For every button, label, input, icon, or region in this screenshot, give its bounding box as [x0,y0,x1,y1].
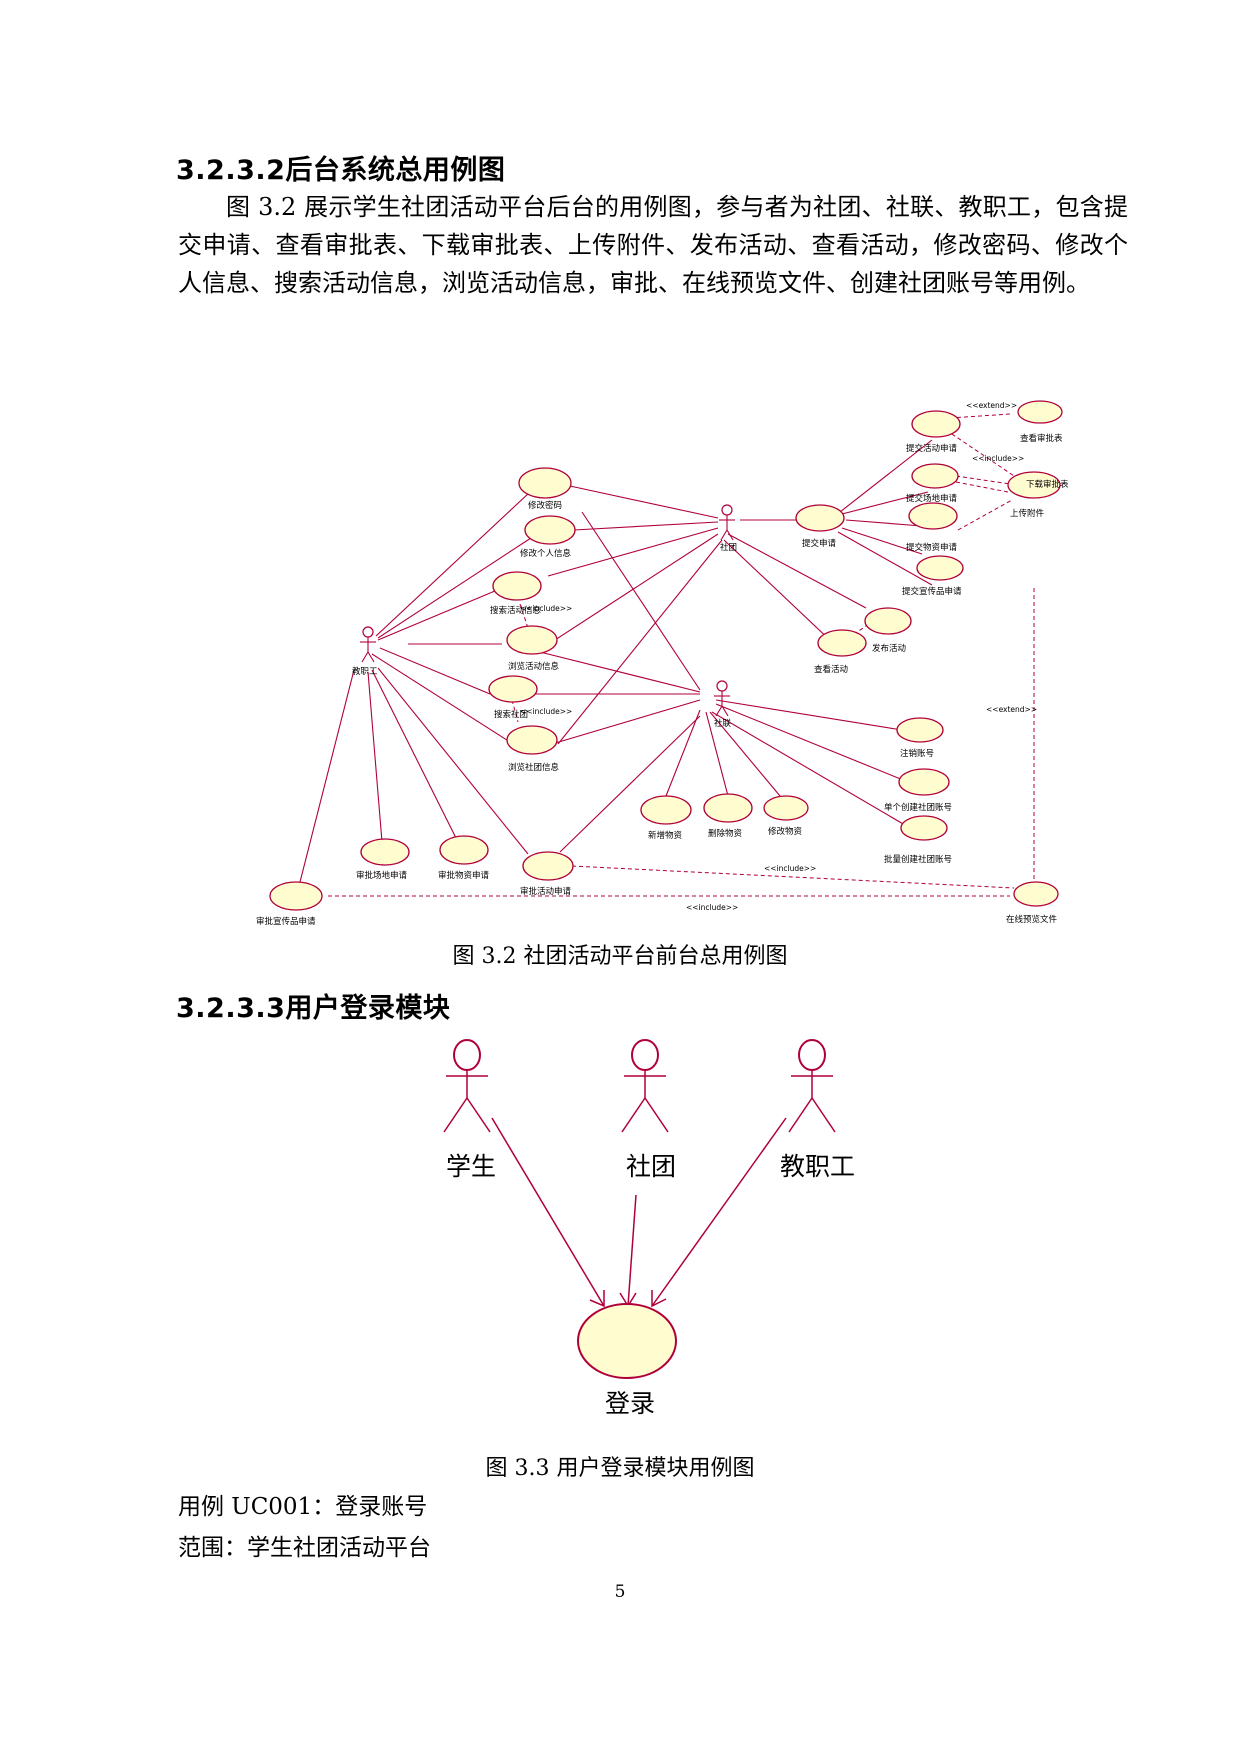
actor-label: 教职工 [780,1152,855,1181]
actor-label: 教职工 [352,666,378,677]
svg-text:批量创建社团账号: 批量创建社团账号 [884,854,952,865]
svg-text:删除物资: 删除物资 [708,828,743,839]
page-number: 5 [614,1582,626,1602]
actor-staff-fig32: 教职工 [352,626,378,677]
use-case-ellipses [269,400,1063,911]
svg-text:提交申请: 提交申请 [802,538,837,549]
svg-text:<<include>>: <<include>> [520,707,572,716]
svg-text:上传附件: 上传附件 [1010,508,1045,519]
actor-label: 社团 [626,1152,676,1181]
login-use-case [577,1303,677,1379]
svg-text:<<extend>>: <<extend>> [966,401,1017,410]
actor-label: 社团 [720,542,737,553]
svg-text:<<include>>: <<include>> [520,604,572,613]
svg-text:注销账号: 注销账号 [900,748,934,759]
svg-text:浏览活动信息: 浏览活动信息 [508,661,560,672]
svg-text:修改密码: 修改密码 [528,500,562,511]
svg-text:审批活动申请: 审批活动申请 [520,886,572,897]
svg-text:<<include>>: <<include>> [972,454,1024,463]
use-case-labels: 修改密码 修改个人信息 搜索活动信息 浏览活动信息 搜索社团 浏览社团信息 提交… [256,433,1069,927]
svg-text:提交活动申请: 提交活动申请 [906,443,958,454]
dependency-lines [328,413,1035,897]
use-case-label: 登录 [605,1389,655,1418]
use-case-diagram-3-2: 社团 教职工 社联 修改密码 修改个人信息 搜索活动信息 浏览活动信息 搜索社团… [256,400,1069,927]
svg-text:下载审批表: 下载审批表 [1026,479,1069,490]
svg-text:查看活动: 查看活动 [814,664,849,675]
scope-line: 范围：学生社团活动平台 [178,1535,431,1561]
svg-text:单个创建社团账号: 单个创建社团账号 [884,802,952,813]
actor-club [621,1039,669,1133]
svg-text:提交场地申请: 提交场地申请 [906,493,958,504]
svg-text:审批场地申请: 审批场地申请 [356,870,408,881]
svg-text:新增物资: 新增物资 [648,830,683,841]
svg-text:修改个人信息: 修改个人信息 [520,548,572,559]
actor-label: 学生 [446,1152,496,1181]
svg-text:修改物资: 修改物资 [768,826,803,837]
svg-text:审批宣传品申请: 审批宣传品申请 [256,916,316,927]
figure-caption: 图 3.3 用户登录模块用例图 [485,1456,755,1481]
svg-text:查看审批表: 查看审批表 [1020,433,1063,444]
svg-text:搜索活动信息: 搜索活动信息 [490,605,542,616]
section-heading: 3.2.3.3用户登录模块 [176,993,451,1024]
svg-text:浏览社团信息: 浏览社团信息 [508,762,560,773]
actor-federation-fig32: 社联 [714,680,732,729]
use-case-id-line: 用例 UC001：登录账号 [178,1494,428,1520]
svg-text:<<include>>: <<include>> [764,864,816,873]
actor-label: 社联 [714,718,732,729]
section-heading: 3.2.3.2后台系统总用例图 [176,155,506,186]
body-paragraph: 图 3.2 展示学生社团活动平台后台的用例图，参与者为社团、社联、教职工，包含提… [178,193,1128,297]
svg-text:提交物资申请: 提交物资申请 [906,542,958,553]
actor-club-fig32: 社团 [719,504,737,553]
svg-text:提交宣传品申请: 提交宣传品申请 [902,586,962,597]
actor-staff [788,1039,836,1133]
figure-caption: 图 3.2 社团活动平台前台总用例图 [452,944,788,969]
svg-text:发布活动: 发布活动 [872,643,907,654]
svg-text:审批物资申请: 审批物资申请 [438,870,490,881]
svg-text:搜索社团: 搜索社团 [494,709,528,720]
association-lines [299,439,933,883]
svg-text:<<extend>>: <<extend>> [986,705,1037,714]
association-lines [491,1117,787,1308]
svg-text:<<include>>: <<include>> [686,903,738,912]
use-case-diagram-3-3: 学生 社团 教职工 登录 [443,1039,855,1418]
actor-student [443,1039,491,1133]
stereotype-labels: <<extend>> <<include>> <<include>> <<inc… [520,401,1037,912]
svg-text:在线预览文件: 在线预览文件 [1006,914,1058,925]
